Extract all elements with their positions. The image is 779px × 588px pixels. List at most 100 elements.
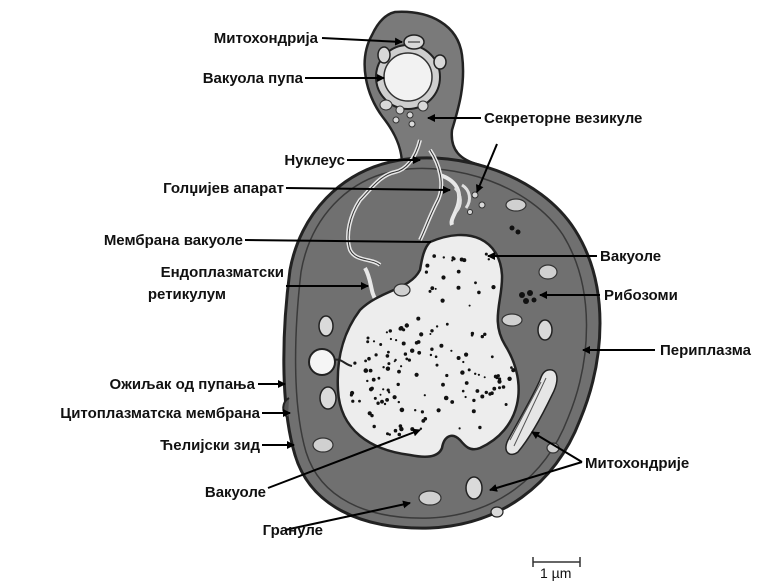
vacuole-granule <box>386 354 390 358</box>
label-vacuole-bottom: Вакуоле <box>205 484 266 502</box>
vacuole-granule <box>386 367 390 371</box>
vacuole-granule <box>429 290 432 293</box>
vacuole-granule <box>387 362 390 365</box>
vacuole-granule <box>384 403 386 405</box>
vacuole-granule <box>437 408 441 412</box>
label-nucleus: Нуклеус <box>284 152 345 170</box>
vacuole-granule <box>491 285 495 289</box>
vacuole-granule <box>430 329 433 332</box>
vacuole-granule <box>400 365 402 367</box>
vacuole-granule <box>397 383 400 386</box>
vacuole-granule <box>367 337 370 340</box>
vacuole-granule <box>374 397 377 400</box>
vacuole-granule <box>417 351 421 355</box>
vacuole-granule <box>443 256 445 258</box>
vacuole-granule <box>420 428 422 430</box>
vacuole-granule <box>485 391 488 394</box>
vacuole-granule <box>415 373 419 377</box>
label-bud-scar: Ожиљак од пупања <box>110 376 255 394</box>
vacuole-granule <box>399 326 403 330</box>
vacuole-granule <box>457 270 461 274</box>
vacuole-granule <box>387 351 390 354</box>
vacuole-granule <box>372 378 376 382</box>
label-vacuole-right: Вакуоле <box>600 248 661 266</box>
vacuole-granule <box>387 389 390 392</box>
vacuole-granule <box>436 364 439 367</box>
vacuole-granule <box>436 325 438 327</box>
vacuole-granule <box>380 400 384 404</box>
vacuole-granule <box>497 380 501 384</box>
vacuole-granule <box>367 357 371 361</box>
label-ribosomes: Рибозоми <box>604 287 678 305</box>
vacuole-granule <box>441 383 445 387</box>
vacuole-granule <box>474 373 476 375</box>
vacuole-granule <box>457 356 461 360</box>
vacuole-granule <box>416 317 420 321</box>
vacuole-granule <box>425 264 429 268</box>
vacuole-granule <box>435 355 438 358</box>
vacuole-granule <box>478 426 481 429</box>
vacuole-granule <box>386 432 389 435</box>
vacuole-granule <box>507 377 511 381</box>
vacuole-granule <box>429 333 431 335</box>
vacuole-granule <box>353 362 356 365</box>
vacuole-granule <box>415 341 419 345</box>
vacuole-granule <box>488 392 491 395</box>
vacuole-granule <box>376 402 379 405</box>
vacuole-granule <box>414 409 416 411</box>
vacuole-granule <box>358 400 361 403</box>
scale-bar-label: 1 µm <box>540 564 571 582</box>
vacuole-granule <box>510 366 513 369</box>
vacuole-granule <box>430 354 432 356</box>
label-granules: Грануле <box>263 522 323 540</box>
vacuole-granule <box>410 427 414 431</box>
vacuole-granule <box>421 410 424 413</box>
label-er-line1: Ендоплазматски <box>161 264 284 282</box>
vacuole-granule <box>393 395 397 399</box>
vacuole-granule <box>405 323 409 327</box>
label-periplasm: Периплазма <box>660 342 751 360</box>
vacuole-granule <box>491 355 494 358</box>
vacuole-granule <box>432 254 436 258</box>
vacuole-granule <box>370 414 373 417</box>
label-er-line2: ретикулум <box>148 286 226 304</box>
vacuole-granule <box>484 376 486 378</box>
vacuole-granule <box>400 408 405 413</box>
vacuole-granule <box>457 286 461 290</box>
vacuole-granule <box>373 340 375 342</box>
vacuole-granule <box>450 400 454 404</box>
vacuole-granule <box>502 385 506 389</box>
vacuole-granule <box>492 387 496 391</box>
vacuole-granule <box>373 425 376 428</box>
vacuole-granule <box>378 377 381 380</box>
vacuole-granule <box>468 368 471 371</box>
vacuole-granule <box>446 323 449 326</box>
vacuole-granule <box>389 329 392 332</box>
label-cytoplasmic-membrane: Цитоплазматска мембрана <box>60 405 260 423</box>
vacuole-granule <box>375 353 378 356</box>
vacuole-granule <box>404 352 407 355</box>
vacuole-granule <box>462 361 464 363</box>
label-mitochondria: Митохондрије <box>585 455 689 473</box>
vacuole-granule <box>485 253 488 256</box>
vacuole-granule <box>398 401 400 403</box>
vacuole-granule <box>480 395 484 399</box>
vacuole-granule <box>405 358 408 361</box>
vacuole-granule <box>476 389 480 393</box>
vacuole-granule <box>351 400 354 403</box>
vacuole-granule <box>435 288 437 290</box>
label-vacuole-membrane: Мембрана вакуоле <box>104 232 243 250</box>
vacuole-granule <box>394 360 396 362</box>
vacuole-granule <box>380 394 382 396</box>
vacuole-granule <box>441 275 445 279</box>
vacuole-granule <box>369 369 373 373</box>
vacuole-granule <box>366 340 369 343</box>
vacuole-granule <box>370 387 374 391</box>
vacuole-granule <box>397 370 401 374</box>
vacuole-granule <box>399 427 403 431</box>
vacuole-granule <box>430 348 433 351</box>
vacuole-granule <box>382 388 384 390</box>
vacuole-granule <box>390 338 392 340</box>
vacuole-granule <box>460 370 464 374</box>
